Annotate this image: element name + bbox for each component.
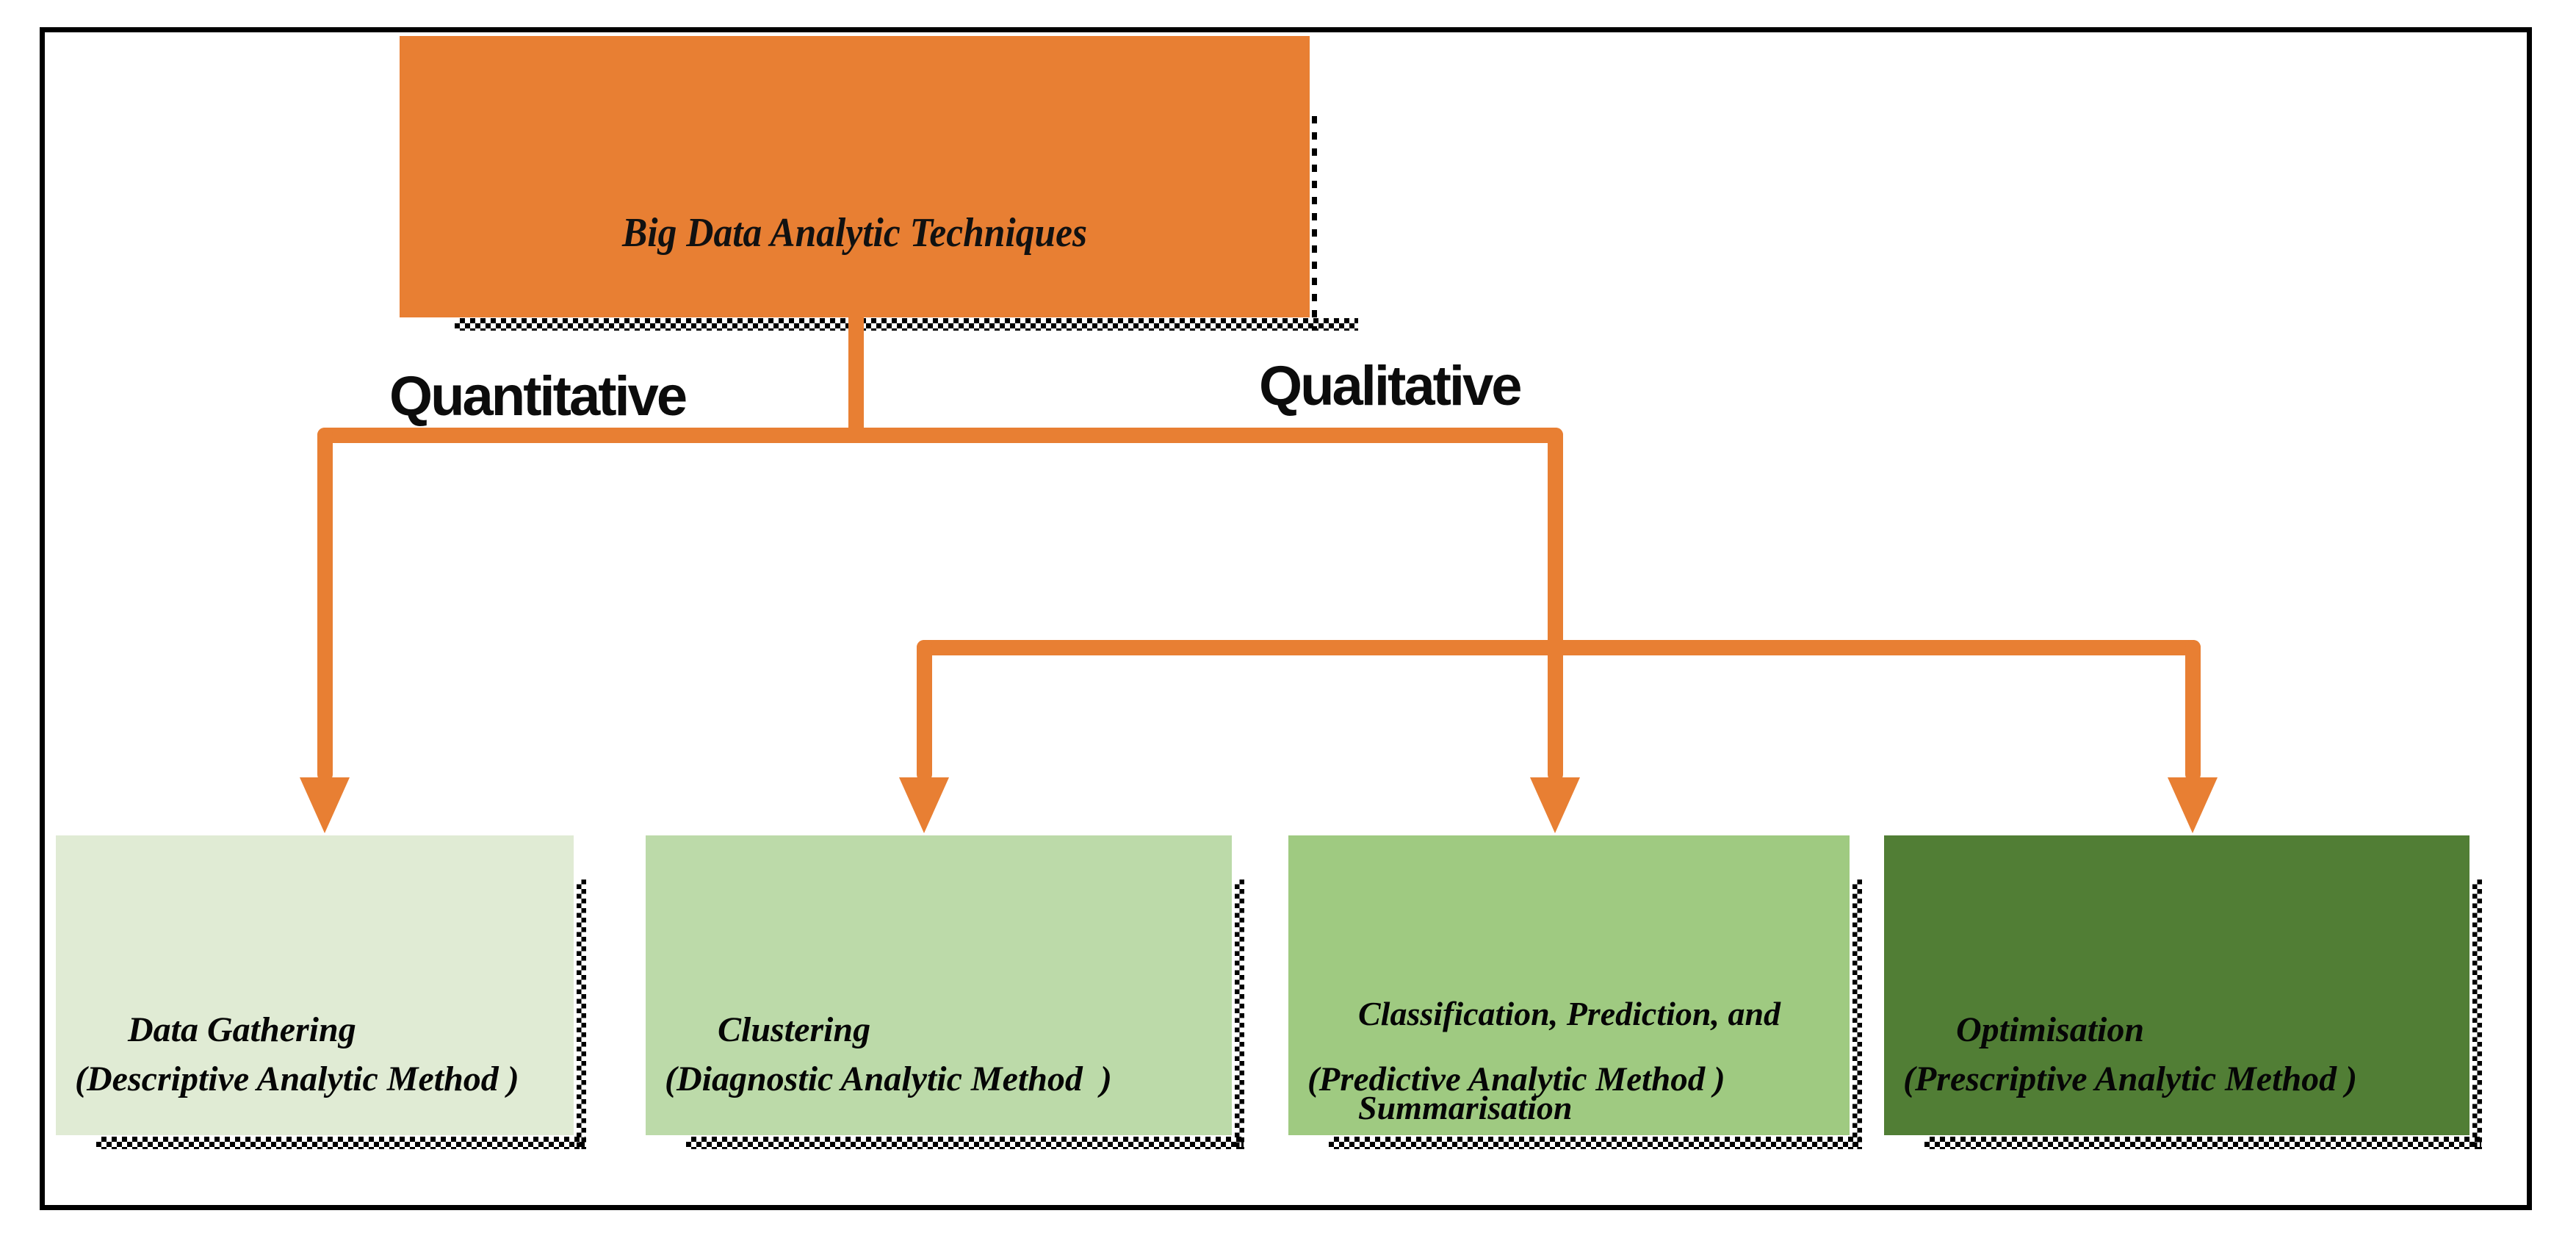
branch-label-quantitative: Quantitative	[389, 365, 688, 428]
leaf-title: Clustering	[665, 962, 1224, 1098]
root-box-shadow-right	[1312, 116, 1317, 331]
root-box-title: Big Data Analytic Techniques	[621, 210, 1088, 256]
leaf-method-label: (Prescriptive Analytic Method )	[1903, 1060, 2358, 1098]
down-arrowhead-icon-optimisation	[2168, 777, 2218, 833]
connector-clustering-drop	[917, 640, 932, 782]
leaf-title-line: Clustering	[718, 1010, 871, 1049]
connector-branch-line-lower	[917, 640, 2201, 655]
leaf-title-line: Classification, Prediction, and	[1358, 995, 1781, 1032]
down-arrowhead-icon-classification	[1530, 777, 1580, 833]
leaf-box-classification-prediction-summarisation: Classification, Prediction, and Summaris…	[1288, 835, 1862, 1149]
connector-branch-line-top	[317, 428, 1563, 443]
connector-qualitative-drop	[1548, 428, 1563, 782]
connector-quantitative-drop	[317, 428, 333, 782]
leaf-title-line: Data Gathering	[128, 1010, 356, 1049]
leaf-method-label: (Diagnostic Analytic Method )	[665, 1060, 1112, 1098]
leaf-title: Classification, Prediction, and Summaris…	[1307, 943, 1842, 1179]
leaf-box-data-gathering: Data Gathering (Descriptive Analytic Met…	[56, 835, 586, 1149]
leaf-title: Data Gathering	[75, 962, 566, 1098]
connector-root-trunk	[848, 316, 864, 442]
leaf-method-label: (Descriptive Analytic Method )	[75, 1060, 519, 1098]
down-arrowhead-icon-clustering	[899, 777, 949, 833]
leaf-box-optimisation: Optimisation (Prescriptive Analytic Meth…	[1884, 835, 2482, 1149]
root-box-shadow-bottom	[455, 318, 1358, 331]
root-box-big-data-analytic-techniques: Big Data Analytic Techniques	[400, 36, 1310, 317]
leaf-title: Optimisation	[1903, 962, 2462, 1098]
leaf-title-line: Optimisation	[1956, 1010, 2145, 1049]
down-arrowhead-icon-data-gathering	[300, 777, 350, 833]
leaf-method-label: (Predictive Analytic Method )	[1307, 1060, 1725, 1098]
branch-label-qualitative: Qualitative	[1259, 355, 1523, 417]
leaf-box-clustering: Clustering (Diagnostic Analytic Method )	[646, 835, 1244, 1149]
connector-optimisation-drop	[2185, 640, 2201, 782]
leaf-title-line: Summarisation	[1358, 1089, 1573, 1126]
outer-frame-border	[40, 27, 2532, 1210]
